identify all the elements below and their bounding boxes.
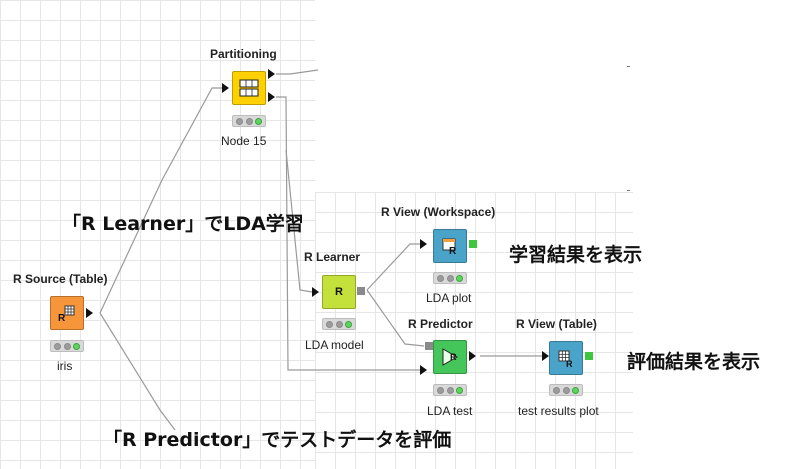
node-r-predictor[interactable]: R (433, 340, 467, 374)
wire-partitioning-top-out (276, 69, 319, 75)
wire-source-to-predictor (99, 312, 176, 431)
node-r-view-table[interactable]: R (549, 341, 583, 375)
view-workspace-out-port[interactable] (469, 240, 477, 248)
node-title-view-workspace: R View (Workspace) (381, 205, 496, 219)
status-dot-ok (73, 342, 81, 350)
arrow-into-view-workspace (420, 239, 427, 249)
table-r-icon: R (58, 305, 75, 323)
status-dot-ok (456, 386, 464, 394)
status-dot-ok (345, 320, 353, 328)
status-view-table (549, 384, 583, 396)
node-r-view-workspace[interactable]: R (433, 229, 467, 263)
node-title-view-table: R View (Table) (516, 317, 597, 331)
wire-partitioning-to-predictor (276, 96, 420, 371)
wire-partitioning-to-learner (285, 149, 313, 293)
status-dot (335, 320, 343, 328)
status-dot (245, 117, 253, 125)
status-dot (235, 117, 243, 125)
r-predictor-icon: R (442, 348, 459, 366)
wire-learner-to-view (366, 243, 420, 291)
status-partitioning (232, 115, 266, 127)
node-title-partitioning: Partitioning (210, 47, 277, 61)
status-dot-ok (255, 117, 263, 125)
wire-source-to-partitioning (99, 87, 222, 314)
node-title-source: R Source (Table) (13, 272, 108, 286)
canvas-grid-right (315, 192, 633, 469)
status-learner (322, 318, 356, 330)
partitioning-out-port-1[interactable] (268, 69, 275, 79)
node-label-predictor[interactable]: LDA test (427, 404, 473, 418)
arrow-into-predictor-data (420, 365, 427, 375)
node-r-source[interactable]: R (50, 296, 84, 330)
node-label-view-workspace[interactable]: LDA plot (426, 291, 472, 305)
status-view-workspace (433, 272, 467, 284)
wire-learner-to-predictor (366, 289, 425, 347)
arrow-into-partitioning (222, 83, 229, 93)
status-dot-ok (456, 274, 464, 282)
partitioning-out-port-2[interactable] (268, 92, 275, 102)
annotation-view-eval: 評価結果を表示 (627, 351, 761, 373)
status-dot (562, 386, 570, 394)
svg-text:R: R (449, 246, 457, 256)
arrow-into-view-table (542, 351, 549, 361)
node-label-learner[interactable]: LDA model (305, 338, 364, 352)
status-dot (446, 386, 454, 394)
node-label-view-table[interactable]: test results plot (518, 404, 599, 418)
status-predictor (433, 384, 467, 396)
canvas-edge-mark (627, 190, 630, 191)
status-dot (436, 274, 444, 282)
table-r-icon: R (558, 350, 573, 368)
source-out-port[interactable] (86, 308, 93, 318)
node-title-predictor: R Predictor (408, 317, 473, 331)
predictor-out-port[interactable] (469, 351, 476, 361)
status-dot (446, 274, 454, 282)
canvas-edge-mark (627, 66, 630, 67)
arrow-into-learner (312, 287, 319, 297)
status-source (50, 340, 84, 352)
status-dot (436, 386, 444, 394)
status-dot-ok (572, 386, 580, 394)
predictor-model-in-port[interactable] (425, 342, 433, 350)
node-title-learner: R Learner (304, 250, 361, 264)
status-dot (53, 342, 61, 350)
status-dot (325, 320, 333, 328)
view-table-out-port[interactable] (585, 352, 593, 360)
svg-text:R: R (566, 359, 573, 368)
annotation-predictor: 「R Predictor」でテストデータを評価 (103, 429, 452, 451)
node-r-learner[interactable]: R (322, 275, 356, 309)
node-partitioning[interactable] (232, 71, 266, 105)
learner-model-out-port[interactable] (357, 287, 365, 295)
node-label-source[interactable]: iris (57, 359, 73, 373)
svg-text:R: R (58, 313, 66, 323)
status-dot (552, 386, 560, 394)
r-icon: R (335, 286, 343, 298)
r-view-icon: R (442, 238, 457, 256)
svg-text:R: R (450, 352, 457, 362)
status-dot (63, 342, 71, 350)
annotation-learner: 「R Learner」でLDA学習 (62, 213, 304, 235)
annotation-view-learn: 学習結果を表示 (509, 244, 643, 266)
partition-icon (239, 79, 259, 97)
node-label-partitioning[interactable]: Node 15 (221, 134, 267, 148)
